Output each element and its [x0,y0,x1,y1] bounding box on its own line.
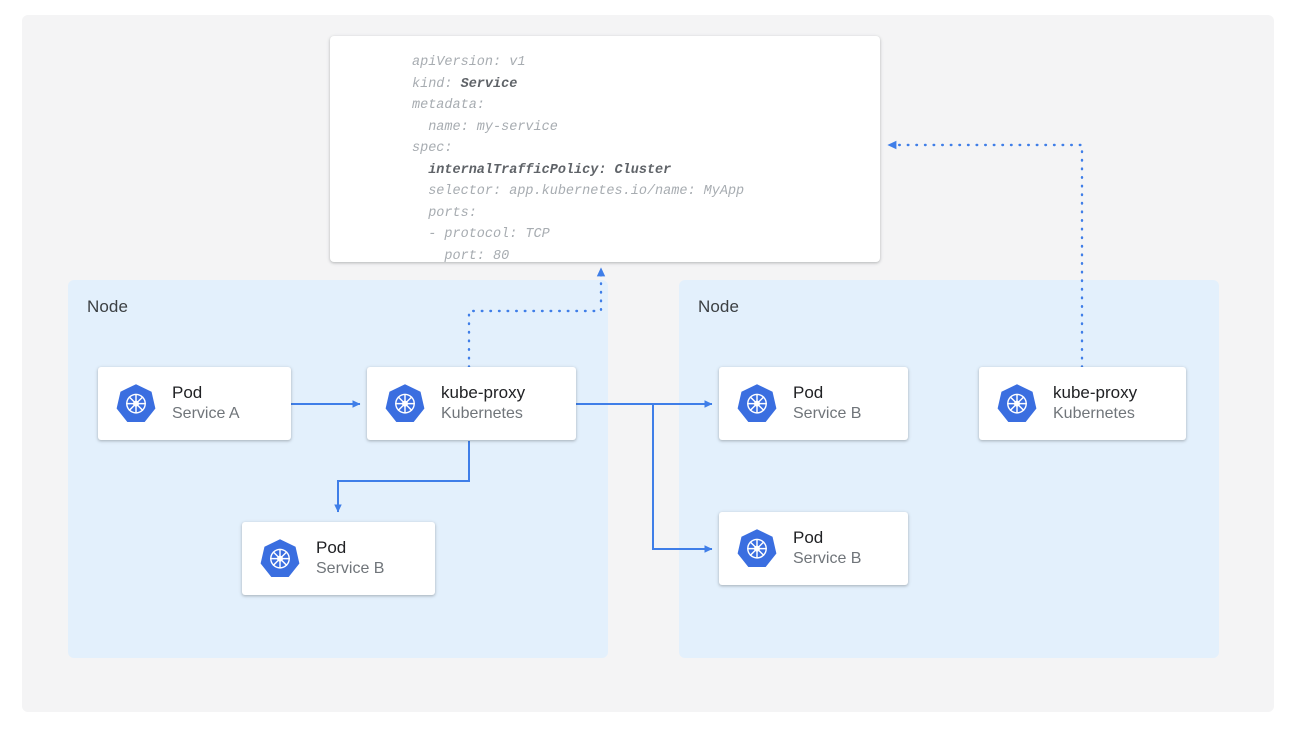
card-text: kube-proxy Kubernetes [1053,383,1137,423]
card-title: Pod [793,528,824,548]
card-subtitle: Kubernetes [441,405,523,423]
card-subtitle: Service B [793,405,862,423]
card-title: Pod [316,538,347,558]
kubernetes-icon [260,538,300,577]
card-text: Pod Service A [172,383,240,423]
card-kube-proxy-right[interactable]: kube-proxy Kubernetes [979,367,1186,440]
card-title: Pod [793,383,824,403]
card-pod-service-b-right-top[interactable]: Pod Service B [719,367,908,440]
kubernetes-icon [737,383,777,422]
card-subtitle: Service B [793,550,862,568]
card-title: Pod [172,383,203,403]
card-text: Pod Service B [316,538,384,578]
node-left-label: Node [87,297,129,316]
card-text: kube-proxy Kubernetes [441,383,525,423]
node-right-label: Node [698,297,740,316]
card-pod-service-b-right-bottom[interactable]: Pod Service B [719,512,908,585]
kubernetes-icon [997,383,1037,422]
service-manifest-code: apiVersion: v1 kind: Service metadata: n… [412,55,745,262]
card-title: kube-proxy [1053,383,1138,403]
service-manifest-card: apiVersion: v1 kind: Service metadata: n… [330,36,880,262]
node-left-container [68,280,608,658]
kubernetes-icon [385,383,425,422]
card-text: Pod Service B [793,383,861,423]
kubernetes-icon [737,528,777,567]
card-pod-service-b-left[interactable]: Pod Service B [242,522,435,595]
card-text: Pod Service B [793,528,861,568]
card-title: kube-proxy [441,383,526,403]
card-subtitle: Kubernetes [1053,405,1135,423]
card-kube-proxy-left[interactable]: kube-proxy Kubernetes [367,367,576,440]
card-subtitle: Service A [172,405,240,423]
card-subtitle: Service B [316,560,385,578]
kubernetes-icon [116,383,156,422]
card-pod-service-a[interactable]: Pod Service A [98,367,291,440]
node-right-container [679,280,1219,658]
